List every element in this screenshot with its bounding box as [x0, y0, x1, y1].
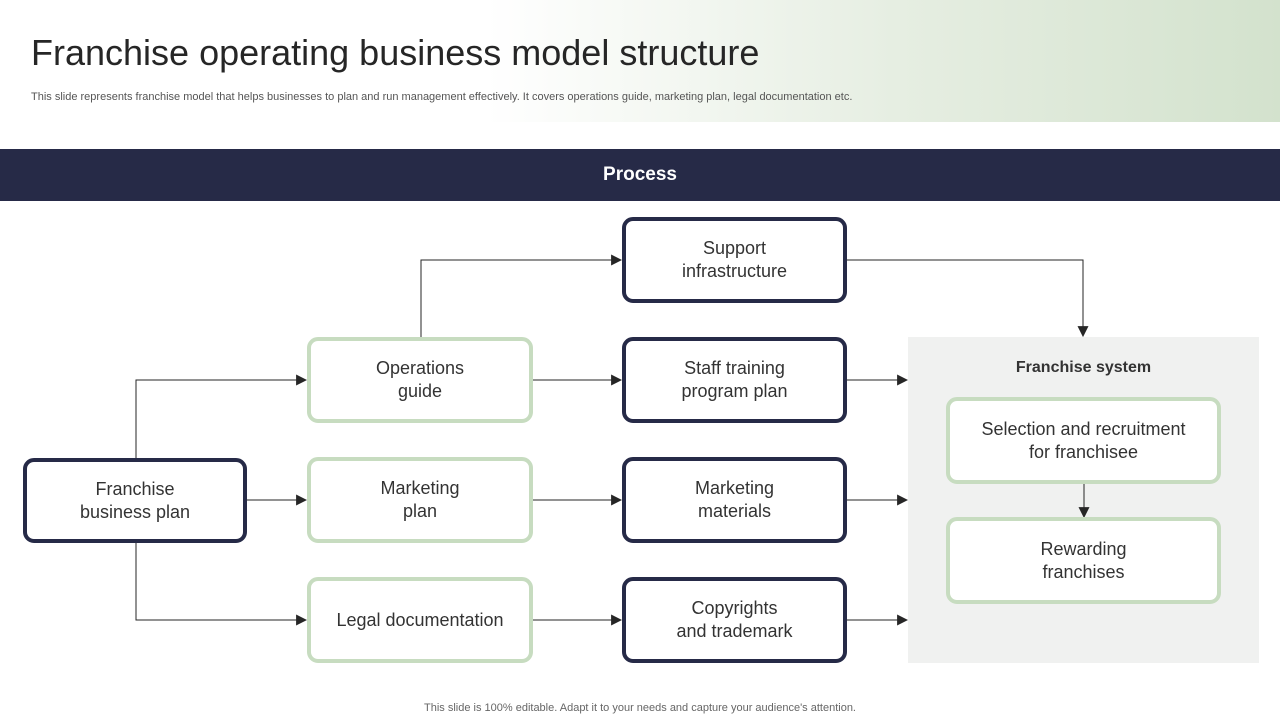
- franchise-system-title: Franchise system: [1015, 359, 1152, 376]
- node-copyrights-trademark: Copyrights and trademark: [622, 577, 847, 663]
- header-banner: Franchise operating business model struc…: [0, 0, 1280, 122]
- node-marketing-plan: Marketing plan: [307, 457, 533, 543]
- node-label: Staff training program plan: [681, 358, 788, 401]
- node-label: Selection and recruitment for franchisee: [981, 418, 1186, 462]
- node-marketing-materials: Marketing materials: [622, 457, 847, 543]
- connector-plan-to-legal: [135, 543, 308, 626]
- node-label: Marketing materials: [694, 478, 775, 521]
- footer-note: This slide is 100% editable. Adapt it to…: [424, 702, 856, 714]
- node-legal-documentation: Legal documentation: [307, 577, 533, 663]
- node-label: Operations guide: [375, 358, 465, 401]
- process-bar: Process: [0, 149, 1280, 201]
- node-operations-guide: Operations guide: [307, 337, 533, 423]
- node-selection-recruitment: Selection and recruitment for franchisee: [946, 397, 1221, 484]
- node-label: Support infrastructure: [681, 238, 788, 281]
- node-label: Rewarding franchises: [1040, 538, 1127, 582]
- node-label: Franchise business plan: [79, 478, 191, 522]
- page-subtitle: This slide represents franchise model th…: [31, 91, 853, 103]
- node-staff-training: Staff training program plan: [622, 337, 847, 423]
- node-label: Legal documentation: [336, 609, 504, 630]
- node-rewarding-franchises: Rewarding franchises: [946, 517, 1221, 604]
- connector-support-to-system: [847, 259, 1089, 338]
- node-label: Copyrights and trademark: [676, 598, 793, 641]
- page-title: Franchise operating business model struc…: [31, 32, 760, 73]
- node-franchise-business-plan: Franchise business plan: [23, 458, 247, 543]
- node-support-infrastructure: Support infrastructure: [622, 217, 847, 303]
- node-label: Marketing plan: [380, 478, 460, 521]
- process-label: Process: [603, 164, 677, 185]
- connector-plan-to-operations: [135, 374, 308, 458]
- connector-operations-to-support: [420, 254, 623, 337]
